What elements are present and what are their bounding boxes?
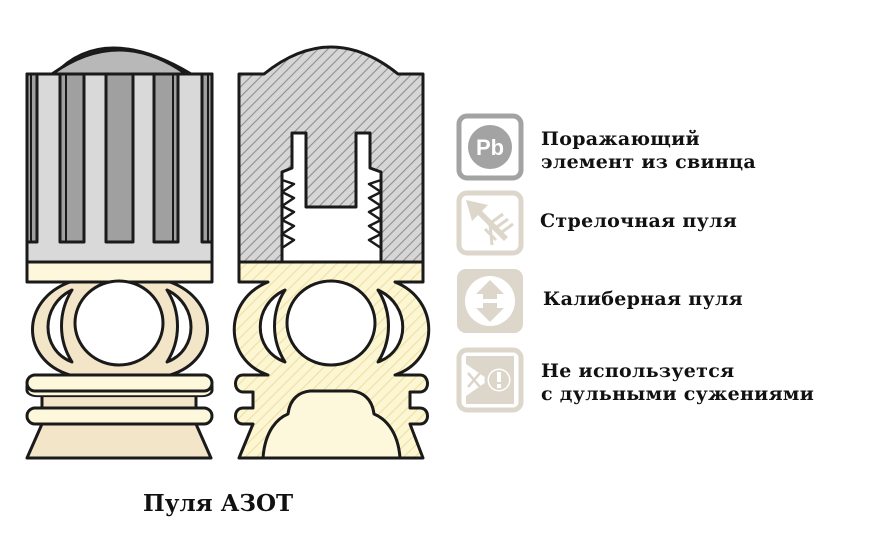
bullet-cross-section <box>232 45 431 460</box>
bullet-exterior-view <box>25 46 214 460</box>
pb-lead-icon: Pb <box>456 113 524 181</box>
legend-label-lead: Поражающий элемент из свинца <box>541 128 756 173</box>
legend-label-caliber-bullet: Калиберная пуля <box>543 288 744 310</box>
legend-label-arrow-bullet: Стрелочная пуля <box>540 210 738 232</box>
arrow-bullet-icon <box>456 190 524 256</box>
legend-label-no-choke: Не используется с дульными сужениями <box>541 360 815 405</box>
diagram-caption: Пуля АЗОТ <box>143 490 294 517</box>
caliber-bullet-icon <box>457 269 523 333</box>
svg-text:Pb: Pb <box>476 135 504 160</box>
no-choke-icon <box>456 347 524 413</box>
